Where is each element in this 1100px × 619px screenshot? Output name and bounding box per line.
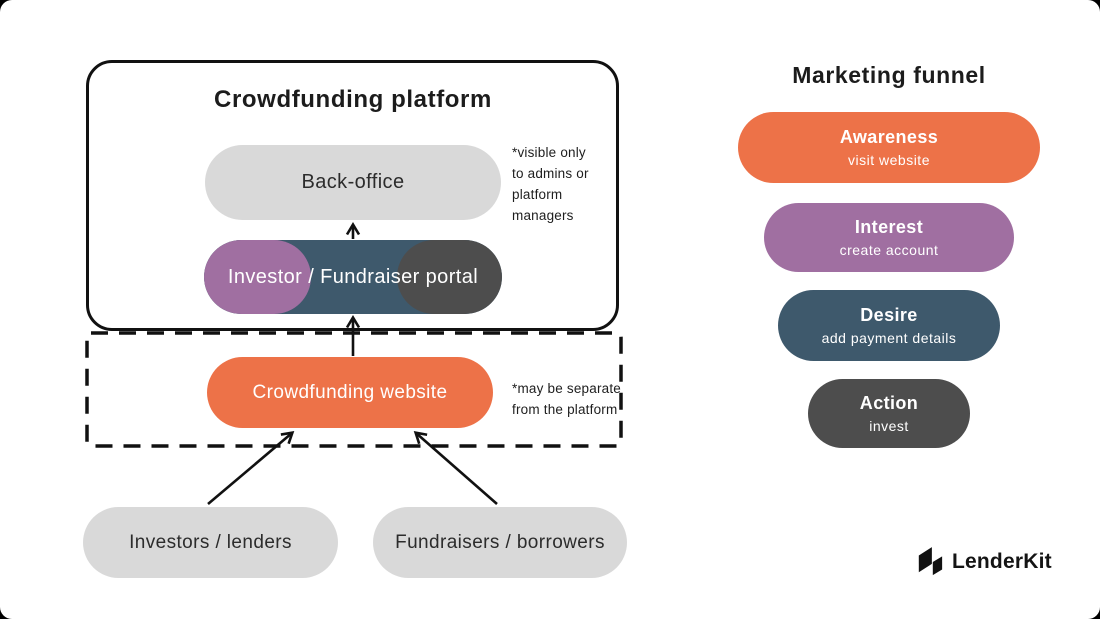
stage-action: create account — [839, 242, 939, 258]
back-office-pill: Back-office — [205, 145, 501, 220]
website-pill: Crowdfunding website — [207, 357, 493, 428]
stage-action: invest — [869, 418, 909, 434]
stage-action: visit website — [848, 152, 930, 168]
stage-name: Interest — [854, 217, 924, 237]
stage-name: Awareness — [839, 127, 939, 147]
website-label: Crowdfunding website — [252, 381, 448, 403]
funnel-stage-awareness: Awareness visit website — [738, 112, 1040, 183]
platform-note: *visible only to admins or platform mana… — [512, 142, 612, 226]
funnel-title: Marketing funnel — [792, 62, 986, 88]
brand-name: LenderKit — [952, 550, 1052, 573]
fundraisers-pill: Fundraisers / borrowers — [373, 507, 627, 578]
website-note: *may be separate from the platform — [512, 378, 630, 420]
website-note-line: from the platform — [512, 402, 618, 417]
arrow-investors-to-website — [207, 431, 295, 505]
funnel-stage-action: Action invest — [808, 379, 970, 448]
funnel-stage-interest: Interest create account — [764, 203, 1014, 272]
platform-note-line: *visible only — [512, 145, 586, 160]
portal-pill: Investor / Fundraiser portal — [204, 240, 502, 314]
platform-note-line: managers — [512, 208, 574, 223]
stage-name: Action — [859, 393, 919, 413]
platform-note-line: platform — [512, 187, 563, 202]
platform-box-title: Crowdfunding platform — [214, 86, 492, 113]
arrow-fundraisers-to-website — [413, 431, 498, 505]
stage-action: add payment details — [821, 330, 957, 346]
lenderkit-logo-icon — [918, 547, 943, 576]
funnel-stage-desire: Desire add payment details — [778, 290, 1000, 361]
portal-fundraiser-accent — [397, 240, 502, 314]
brand-lockup: LenderKit — [916, 545, 1052, 579]
portal-label: Investor / Fundraiser portal — [227, 265, 479, 288]
stage-name: Desire — [860, 305, 918, 325]
fundraisers-label: Fundraisers / borrowers — [395, 531, 605, 553]
investors-pill: Investors / lenders — [83, 507, 338, 578]
website-note-line: *may be separate — [512, 381, 622, 396]
investors-label: Investors / lenders — [129, 531, 292, 553]
portal-investor-accent — [204, 240, 311, 314]
back-office-label: Back-office — [301, 171, 405, 193]
platform-note-line: to admins or — [512, 166, 589, 181]
